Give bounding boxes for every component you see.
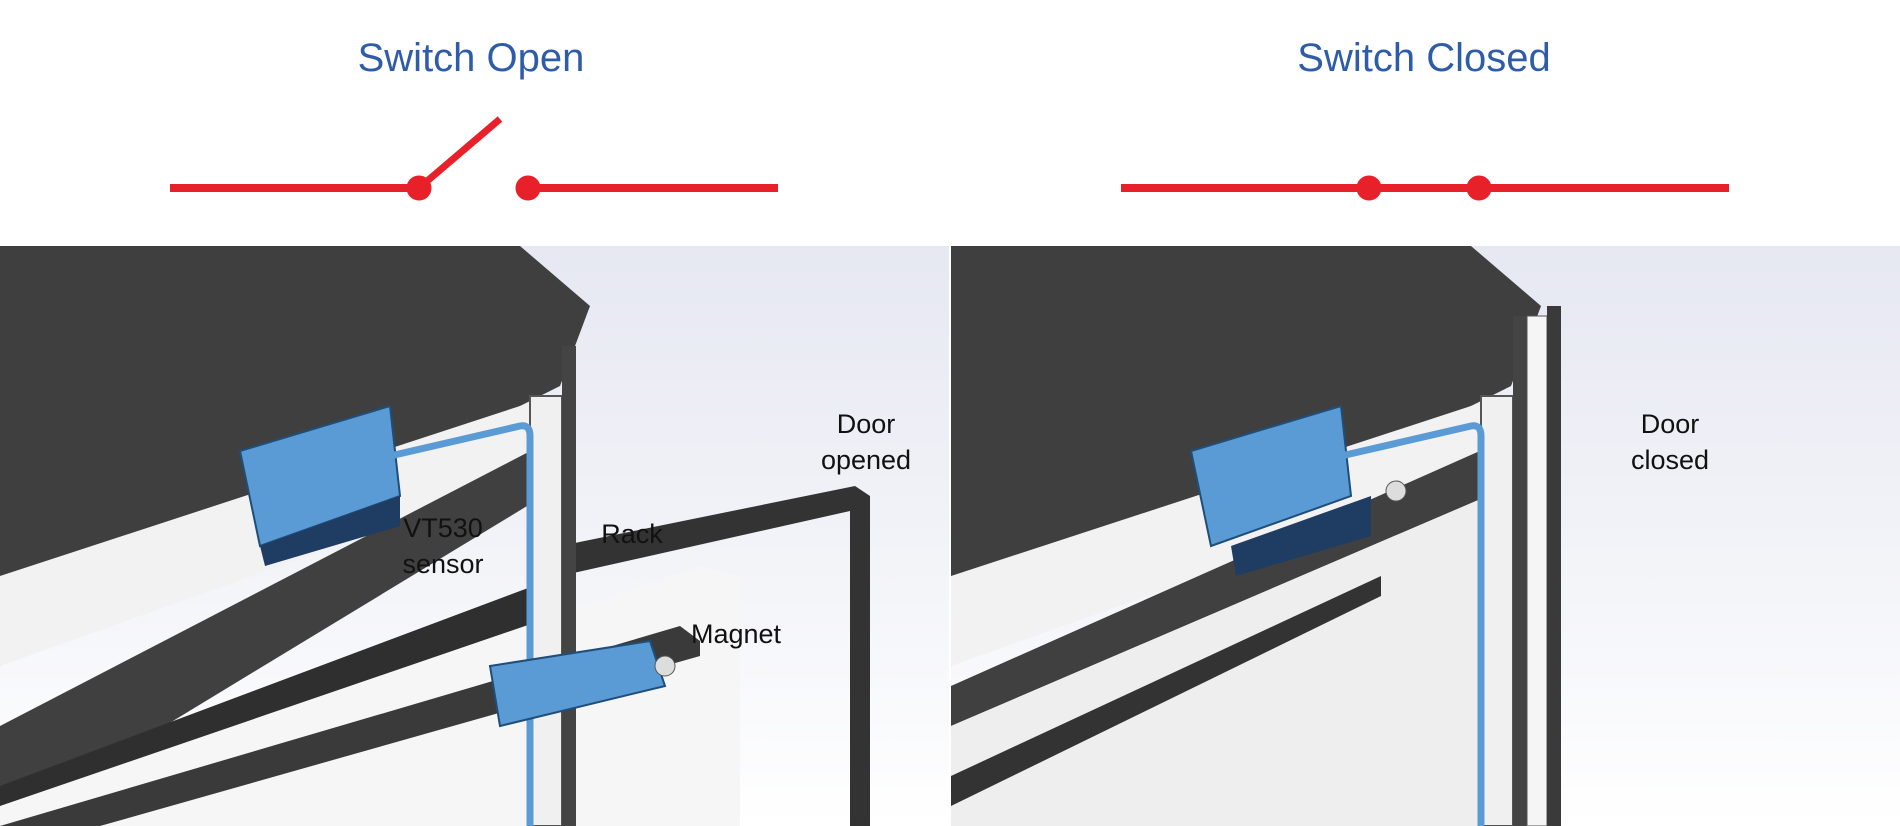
- switch-closed-title: Switch Closed: [1297, 36, 1551, 80]
- door-label-line2: closed: [1630, 445, 1710, 475]
- door-label-line1: Door: [1640, 409, 1700, 439]
- magnet: [488, 639, 667, 728]
- vt530-sensor: [1189, 404, 1353, 548]
- magnet: [1231, 496, 1371, 576]
- door-label-line1: Door: [836, 409, 896, 439]
- door-label-line2: opened: [820, 445, 912, 475]
- door-open-illustration: Rack Door opened VT530 sensor Magnet: [0, 246, 949, 826]
- vt530-sensor-label: VT530 sensor: [402, 510, 483, 582]
- door-opened-label: Door opened: [821, 406, 911, 478]
- switch-schematics: [170, 116, 1729, 201]
- door-closed-label: Door closed: [1631, 406, 1709, 478]
- magnet-label: Magnet: [690, 619, 782, 649]
- rack-label: Rack: [601, 519, 663, 549]
- sensor-label-line1: VT530: [403, 513, 483, 543]
- door-closed-illustration: Door closed: [951, 246, 1900, 826]
- sensor-cable: [1340, 422, 1485, 826]
- sensor-label-line2: sensor: [402, 549, 484, 579]
- open-switch-symbol: [170, 116, 778, 201]
- sensor-cable: [389, 422, 534, 826]
- switch-open-title: Switch Open: [357, 36, 585, 80]
- closed-switch-symbol: [1121, 175, 1729, 201]
